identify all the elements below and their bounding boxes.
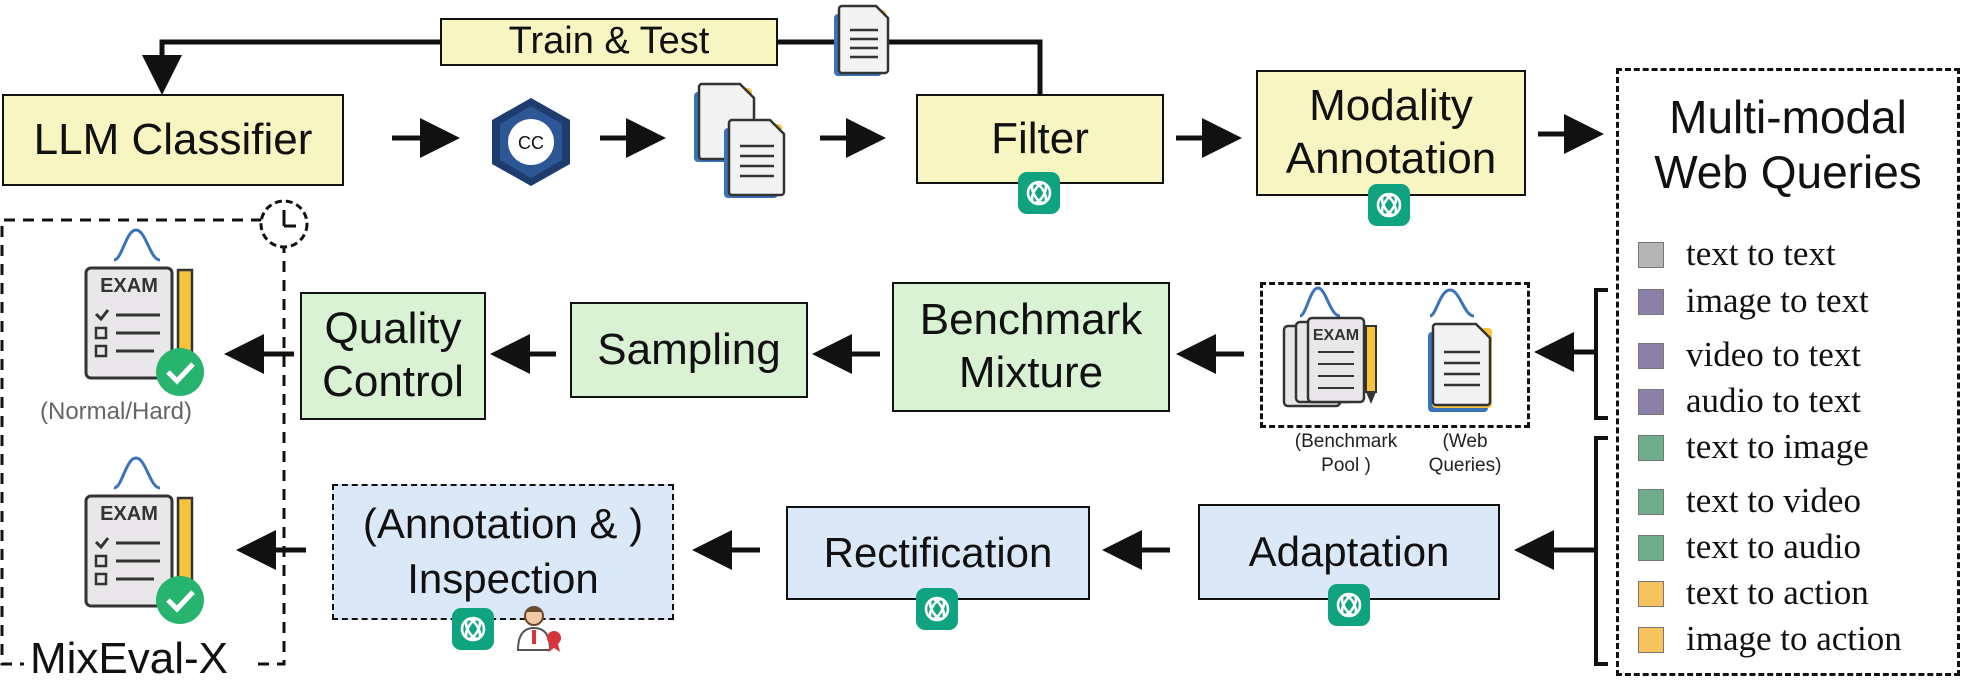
normal-hard-label: (Normal/Hard) <box>40 398 193 425</box>
sampling-box: Sampling <box>570 302 808 398</box>
bracket-upper <box>1594 288 1608 420</box>
common-crawl-logo: CC <box>492 98 570 186</box>
exam-title: EXAM <box>100 275 158 297</box>
legend-label: text to video <box>1686 481 1861 520</box>
legend-swatch <box>1638 489 1664 515</box>
human-expert-icon <box>516 606 561 652</box>
legend-label: image to action <box>1686 619 1902 658</box>
legend-label: text to audio <box>1686 527 1861 566</box>
annotation-inspection-box: (Annotation & ) Inspection <box>332 484 674 620</box>
legend-swatch <box>1638 435 1664 461</box>
legend-swatch <box>1638 581 1664 607</box>
legend-label: text to text <box>1686 234 1836 273</box>
web-queries-panel <box>1616 68 1960 676</box>
bracket-lower <box>1594 436 1608 666</box>
legend-label: text to action <box>1686 573 1869 612</box>
legend-swatch <box>1638 343 1664 369</box>
benchmark-mixture-box: Benchmark Mixture <box>892 282 1170 412</box>
legend-swatch <box>1638 289 1664 315</box>
cc-logo-text: CC <box>518 133 544 153</box>
benchmark-pool-caption: (Benchmark Pool ) <box>1294 431 1398 476</box>
train-test-label: Train & Test <box>440 18 778 66</box>
clock-icon <box>259 199 309 249</box>
filter-box: Filter <box>916 94 1164 184</box>
llm-classifier-box: LLM Classifier <box>2 94 344 186</box>
modality-annotation-box: Modality Annotation <box>1256 70 1526 196</box>
rectification-box: Rectification <box>786 506 1090 600</box>
legend-swatch <box>1638 242 1664 268</box>
benchmark-pool-icon: EXAM <box>1282 286 1377 408</box>
web-queries-doc-icon <box>1428 288 1492 412</box>
openai-logo-icon <box>452 608 494 655</box>
exam-paper-icon: EXAM <box>84 456 204 624</box>
pool-queries-box <box>1260 282 1530 428</box>
document-stack-icon <box>834 4 890 76</box>
legend-swatch <box>1638 535 1664 561</box>
mixeval-container-border <box>0 218 262 666</box>
legend-label: image to text <box>1686 281 1869 320</box>
quality-control-box: Quality Control <box>300 292 486 420</box>
mixeval-container-border-right <box>258 242 286 666</box>
exam-title: EXAM <box>100 503 158 525</box>
exam-paper-icon: EXAM <box>84 228 204 396</box>
exam-title: EXAM <box>1313 327 1359 344</box>
legend-label: audio to text <box>1686 381 1861 420</box>
openai-logo-icon <box>1328 584 1370 631</box>
openai-logo-icon <box>916 588 958 635</box>
openai-logo-icon <box>1368 184 1410 231</box>
web-queries-title: Multi-modal Web Queries <box>1654 91 1922 199</box>
openai-logo-icon <box>1018 172 1060 219</box>
document-pile-icon <box>694 82 786 198</box>
legend-swatch <box>1638 389 1664 415</box>
legend-label: video to text <box>1686 335 1861 374</box>
legend-label: text to image <box>1686 427 1869 466</box>
mixeval-x-title: MixEval-X <box>26 634 233 682</box>
legend-swatch <box>1638 627 1664 653</box>
web-queries-caption: (Web Queries) <box>1428 431 1502 476</box>
